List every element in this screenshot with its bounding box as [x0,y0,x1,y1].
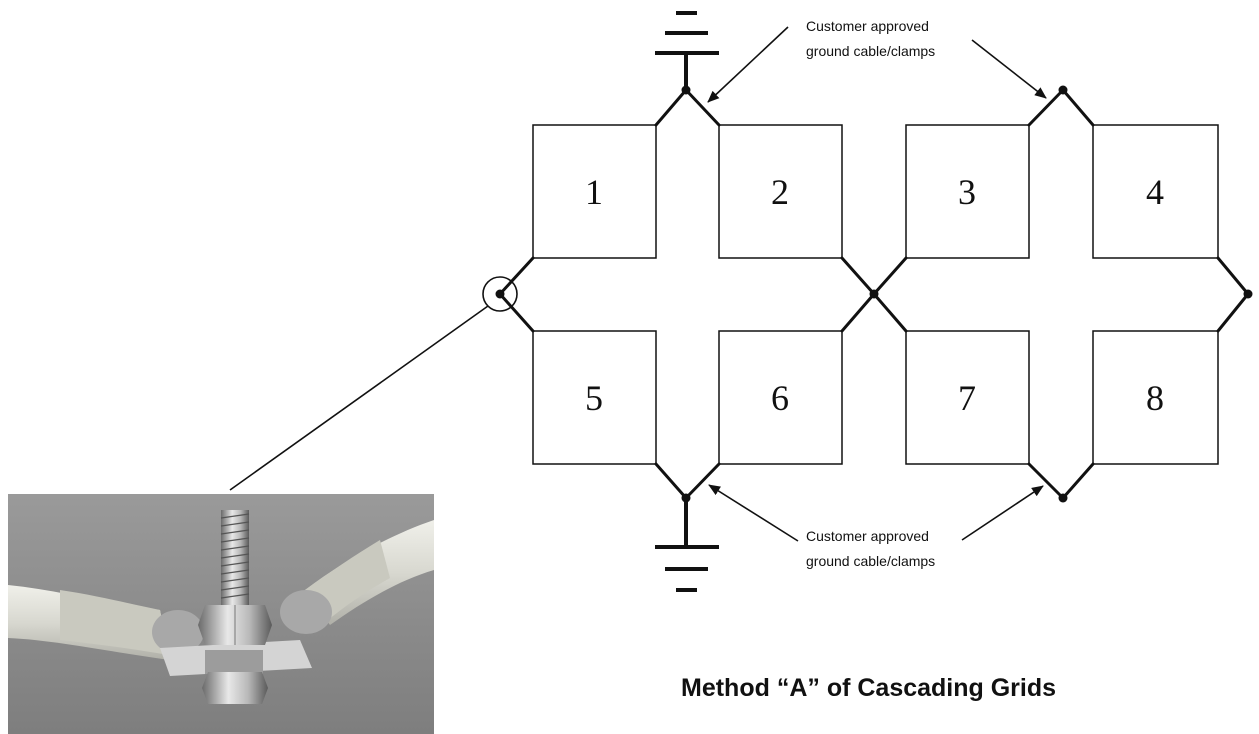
ground-clamp-photo [8,494,434,734]
grid-label-1: 1 [585,172,603,212]
callout-top-line1: Customer approved [806,18,929,34]
cable-top-left [654,88,721,127]
callout-bottom-line2: ground cable/clamps [806,553,935,569]
ground-symbol-bottom [655,498,719,592]
callout-top-arrow-right [971,39,1047,99]
cable-top-right [1027,88,1095,127]
grid-4 [1092,124,1219,259]
grid-3 [905,124,1030,259]
grid-label-6: 6 [771,378,789,418]
cable-center [840,256,876,333]
grid-label-3: 3 [958,172,976,212]
ground-symbol-top [655,11,719,90]
callout-top-line2: ground cable/clamps [806,43,935,59]
node-right [1243,289,1253,299]
grid-label-2: 2 [771,172,789,212]
grid-2 [718,124,843,259]
callout-bottom-arrow-left [708,484,799,542]
grid-label-7: 7 [958,378,976,418]
node-bottom-right [1058,493,1068,503]
grid-6 [718,330,843,465]
callout-bottom-arrow-right [961,485,1044,541]
node-top-right [1058,85,1068,95]
grid-label-5: 5 [585,378,603,418]
diagram-title: Method “A” of Cascading Grids [681,674,1056,702]
callout-bottom-line1: Customer approved [806,528,929,544]
cable-bottom-left [654,462,721,500]
cable-bottom-right [1027,462,1095,500]
detail-leader-line [229,305,489,491]
cable-center-right [872,256,908,333]
grid-5 [532,330,657,465]
grid-label-4: 4 [1146,172,1164,212]
grid-1 [532,124,657,259]
grid-label-8: 8 [1146,378,1164,418]
callout-top-arrow-left [707,26,789,103]
node-left [495,289,505,299]
cable-right [1216,256,1250,333]
node-center [869,289,879,299]
grid-7 [905,330,1030,465]
detail-callout-circle [482,276,518,312]
grid-8 [1092,330,1219,465]
